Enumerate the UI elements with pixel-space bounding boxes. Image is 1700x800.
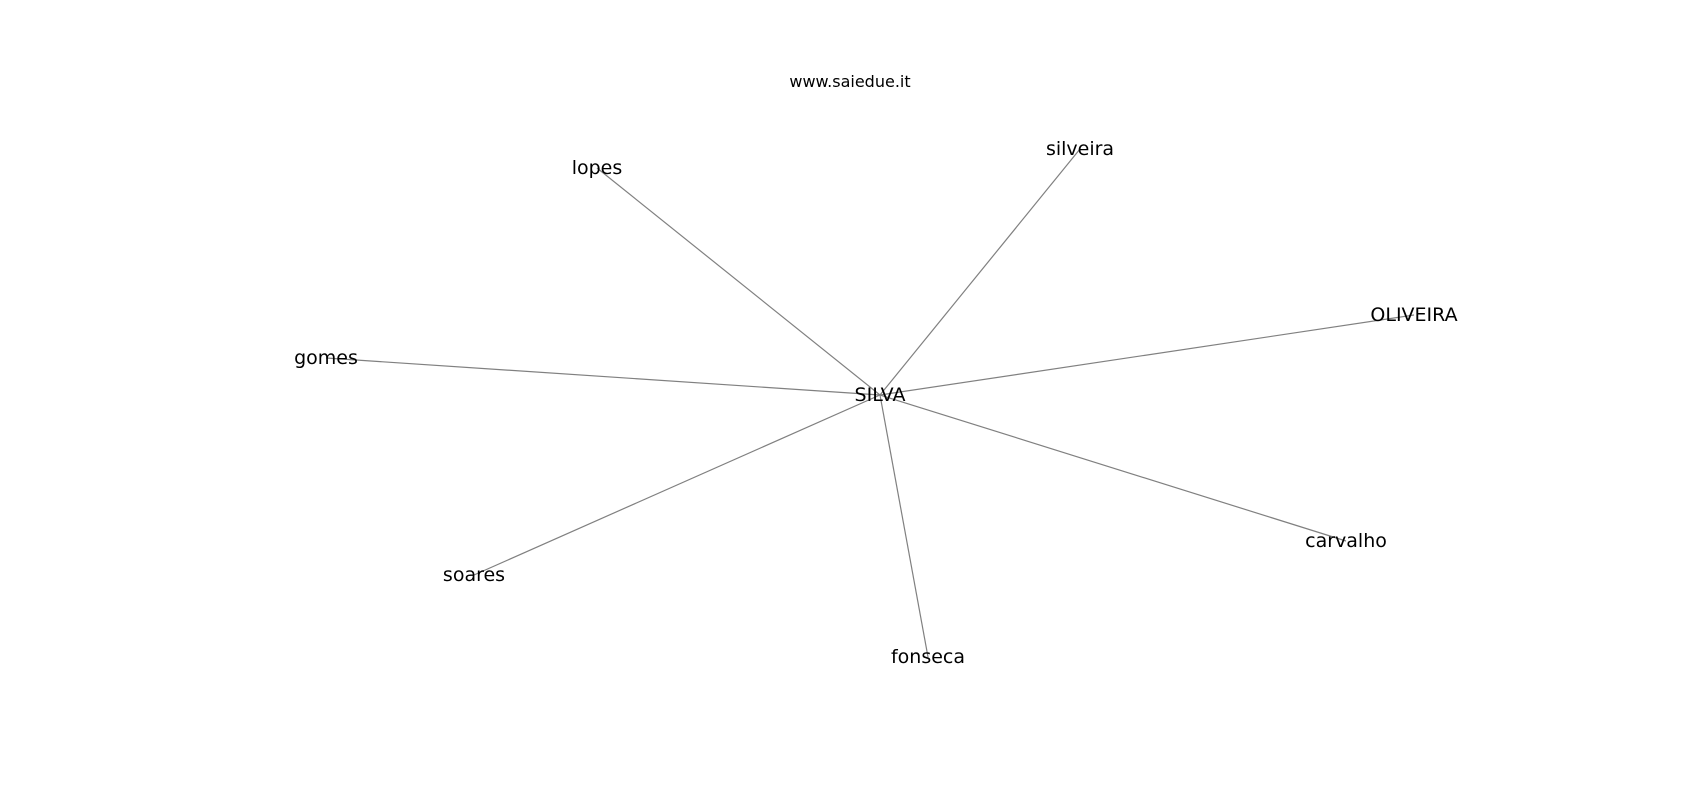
node-fonseca: fonseca <box>890 646 966 668</box>
site-title: www.saiedue.it <box>789 72 911 91</box>
node-center-silva: SILVA <box>854 384 906 406</box>
edge-silva-soares <box>473 394 881 576</box>
edge-silva-carvalho <box>879 394 1347 542</box>
node-carvalho: carvalho <box>1305 530 1387 552</box>
node-lopes: lopes <box>571 157 623 179</box>
node-silveira: silveira <box>1045 138 1115 160</box>
edge-silva-oliveira <box>879 314 1415 396</box>
edge-silva-silveira <box>879 148 1081 396</box>
node-oliveira: OLIVEIRA <box>1370 304 1458 326</box>
node-soares: soares <box>442 564 506 586</box>
node-gomes: gomes <box>294 347 358 369</box>
edge-silva-gomes <box>325 357 881 396</box>
edge-silva-lopes <box>596 167 881 396</box>
edge-silva-fonseca <box>879 394 929 658</box>
